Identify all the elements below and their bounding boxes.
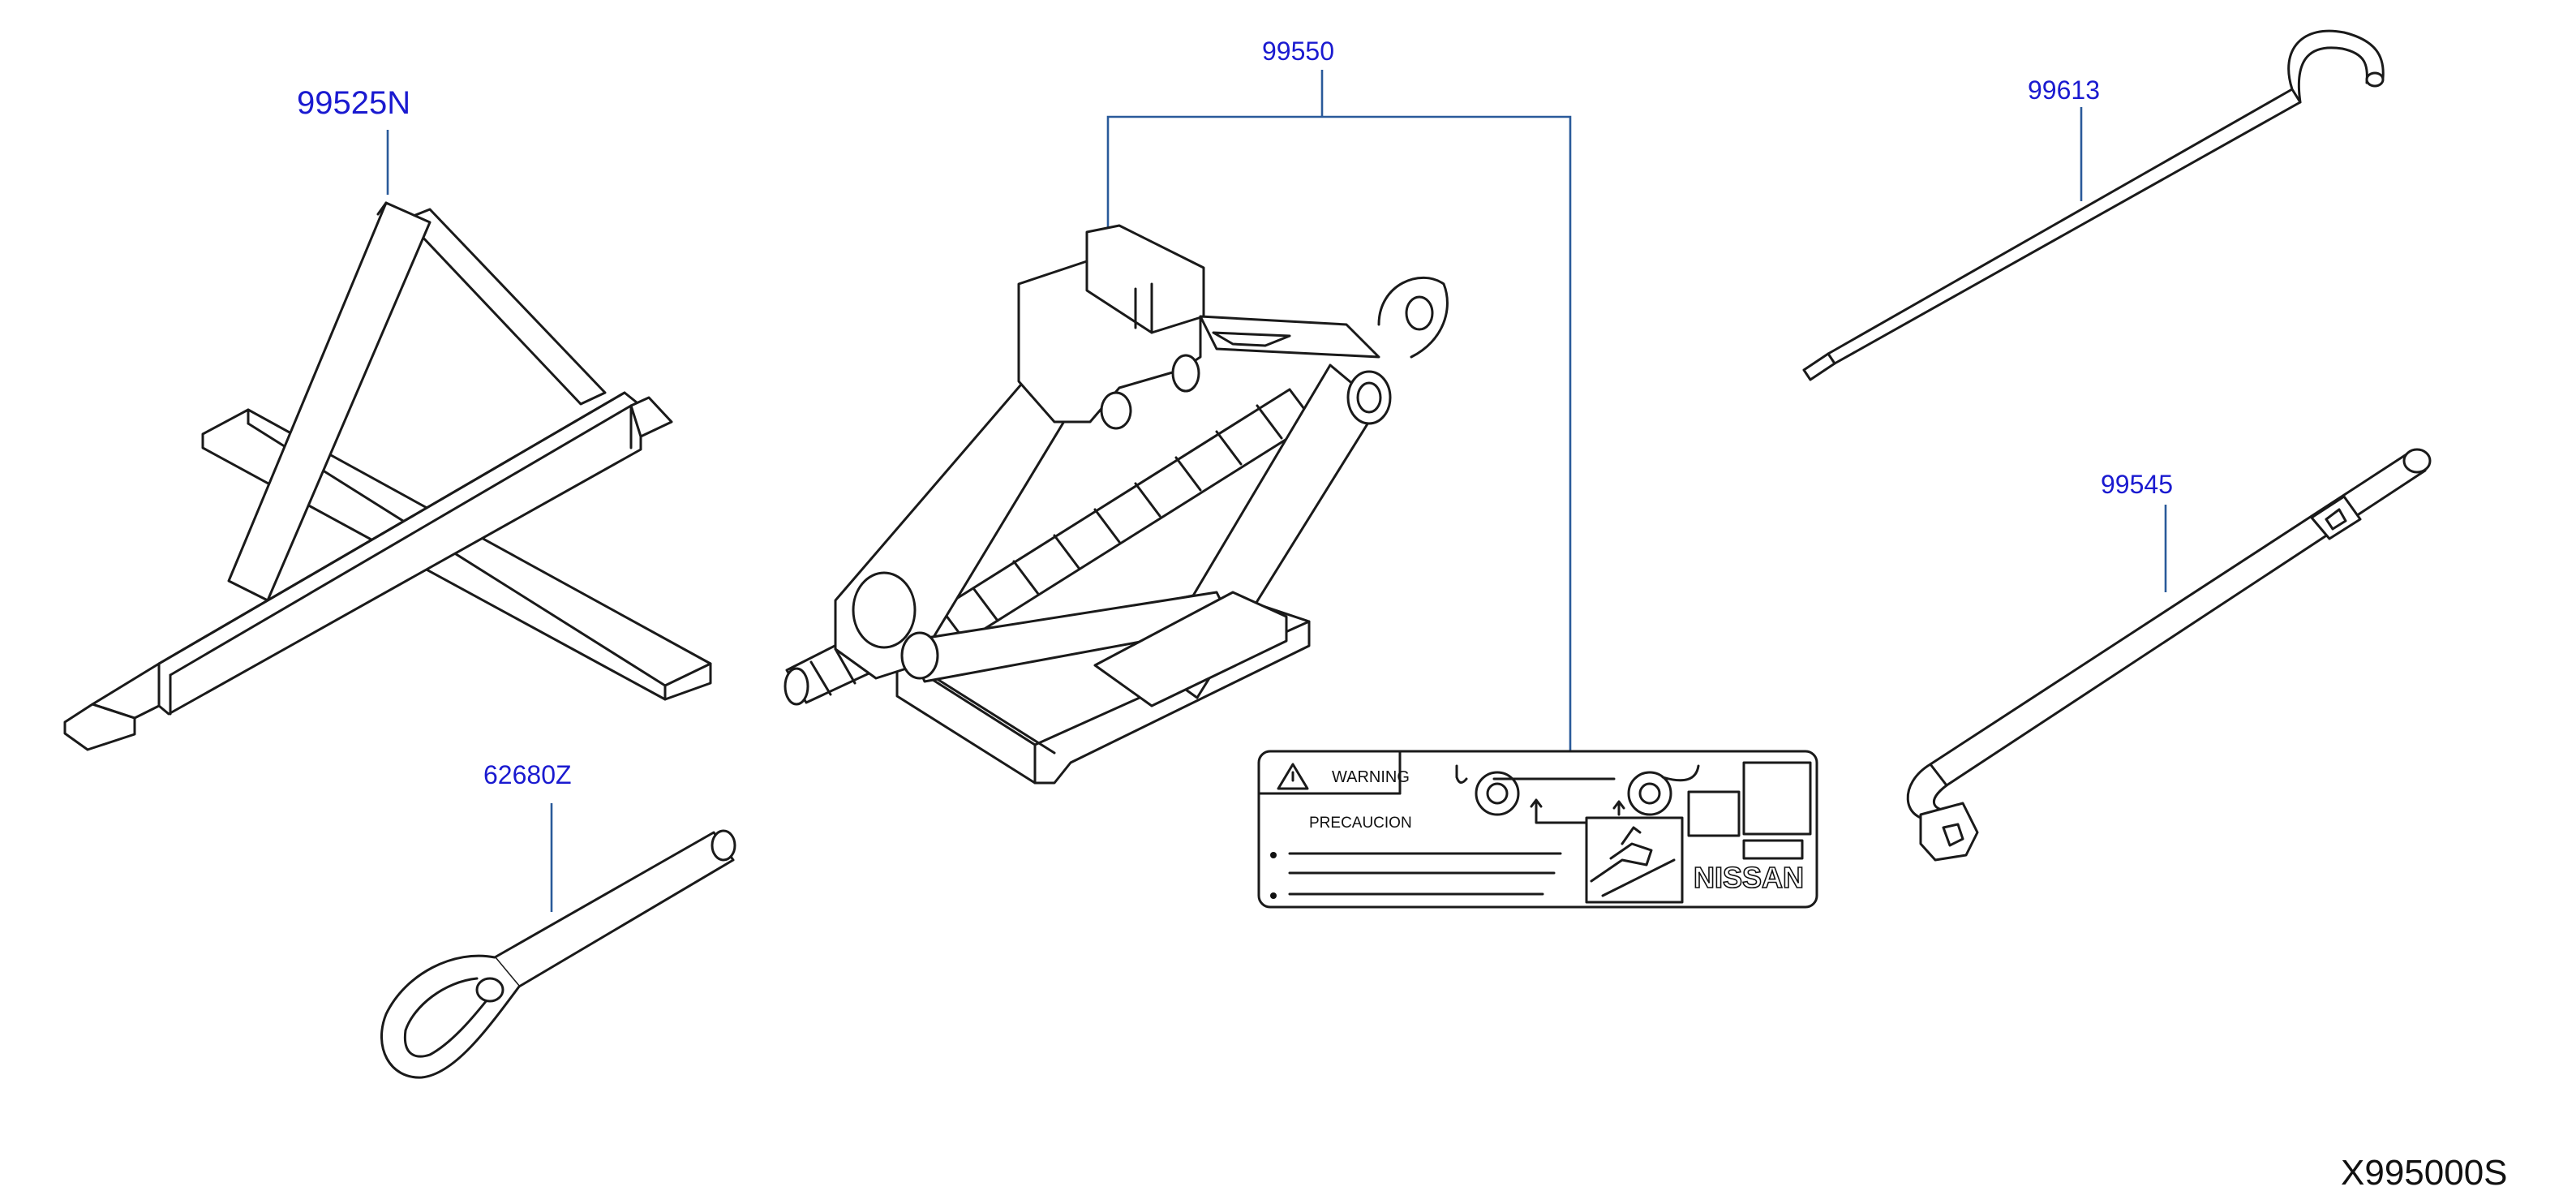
jack-handle-drawing bbox=[1802, 29, 2385, 381]
warning-label: WARNING PRECAUCION NISSAN bbox=[1257, 750, 1818, 909]
leader-lines bbox=[386, 70, 2167, 912]
wheel-wrench-drawing bbox=[1906, 448, 2432, 862]
warning-triangle-icon bbox=[1277, 763, 1309, 790]
jack-pictogram bbox=[1585, 816, 1684, 904]
callout-jack-stand[interactable]: 99525N bbox=[297, 85, 410, 121]
leader-jack bbox=[1106, 115, 1572, 751]
jack-stand-drawing bbox=[63, 201, 712, 751]
precaution-text: PRECAUCION bbox=[1309, 815, 1412, 832]
callout-jack-handle[interactable]: 99613 bbox=[2028, 75, 2100, 105]
callout-jack[interactable]: 99550 bbox=[1262, 37, 1334, 66]
callout-wheel-wrench[interactable]: 99545 bbox=[2101, 470, 2173, 499]
diagram-code: X995000S bbox=[2341, 1153, 2508, 1193]
scissor-jack-drawing bbox=[784, 224, 1449, 785]
brand-text: NISSAN bbox=[1694, 861, 1804, 894]
car-diagram bbox=[1455, 764, 1700, 784]
warning-text: WARNING bbox=[1332, 768, 1410, 786]
callout-tow-hook[interactable]: 62680Z bbox=[483, 760, 572, 789]
tow-hook-drawing bbox=[380, 829, 736, 1079]
